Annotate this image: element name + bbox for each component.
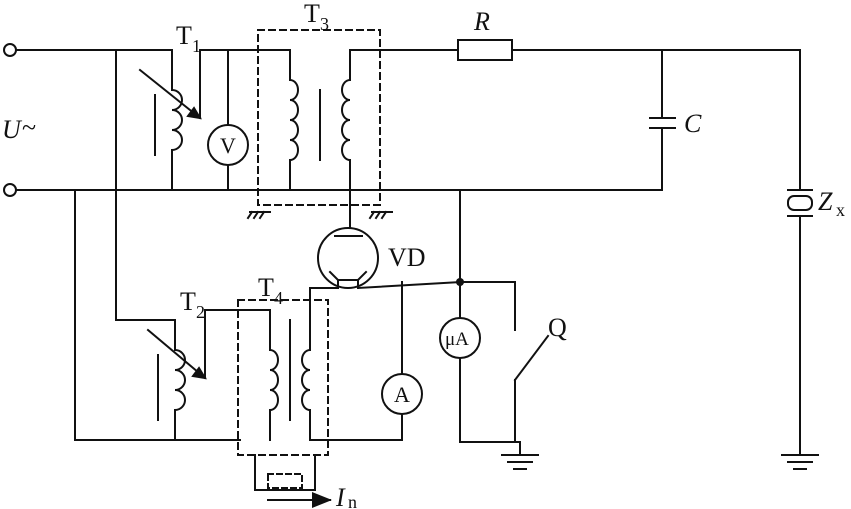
ammeter <box>309 281 423 441</box>
label-zx: Z <box>818 187 833 216</box>
capacitor-c <box>649 49 676 191</box>
label-t1: T <box>176 21 192 50</box>
label-t3: T <box>304 0 320 28</box>
label-t4: T <box>258 273 274 302</box>
t4-filament-transformer <box>237 299 329 491</box>
label-in-sub: n <box>348 492 357 509</box>
label-vd: VD <box>388 243 426 272</box>
label-c: C <box>684 109 702 138</box>
label-r: R <box>473 7 490 36</box>
label-q: Q <box>548 313 567 342</box>
t1-autotransformer <box>138 49 202 191</box>
voltmeter-label: V <box>220 133 236 158</box>
label-u-tilde: ~ <box>22 113 36 142</box>
test-object-zx <box>781 49 819 470</box>
label-t2-sub: 2 <box>196 302 205 322</box>
label-t3-sub: 3 <box>320 14 329 34</box>
t3-hv-transformer <box>246 29 393 220</box>
voltmeter <box>207 49 249 191</box>
microammeter-label: μA <box>445 329 469 350</box>
ammeter-label: A <box>394 382 410 407</box>
valve-vd <box>317 227 379 289</box>
t2-autotransformer <box>74 49 271 441</box>
input-terminals <box>3 43 663 197</box>
label-t1-sub: 1 <box>192 36 201 56</box>
label-t4-sub: 4 <box>274 288 283 308</box>
switch-q <box>501 334 550 470</box>
label-zx-sub: x <box>836 200 845 220</box>
label-u: U <box>2 115 23 144</box>
label-t2: T <box>180 287 196 316</box>
microammeter <box>439 281 521 443</box>
resistor-r <box>457 39 801 61</box>
label-in: I <box>335 483 346 509</box>
